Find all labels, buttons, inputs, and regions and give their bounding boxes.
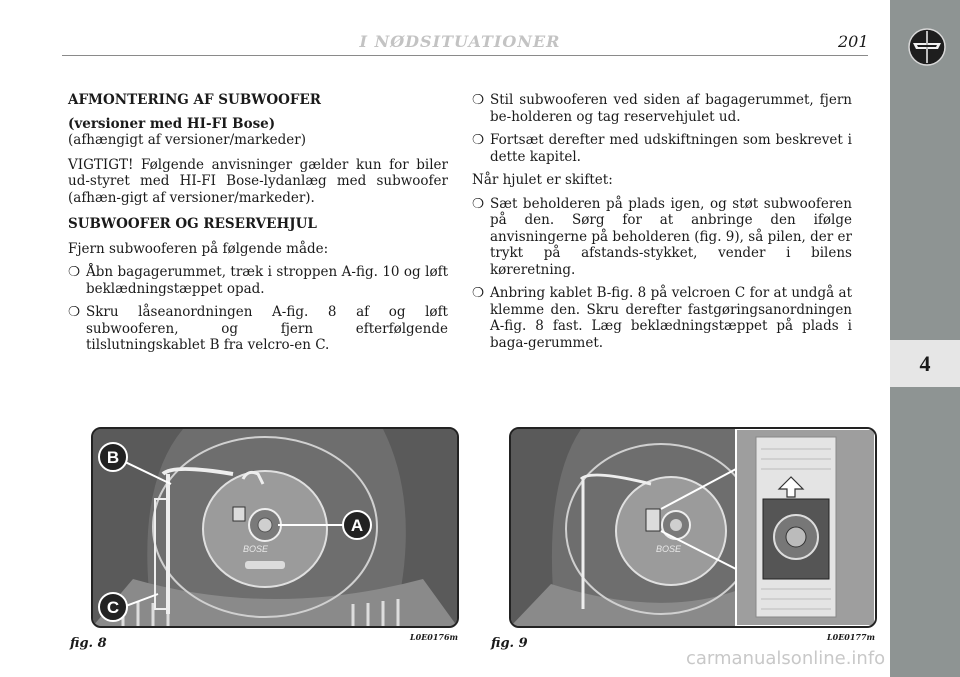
list-item: ❍ Stil subwooferen ved siden af bagageru… [472,92,852,125]
list-item: ❍ Åbn bagagerummet, træk i stroppen A-fi… [68,264,448,297]
subwoofer-container-drawing: BOSE [511,429,875,626]
list-item: ❍ Fortsæt derefter med udskiftningen som… [472,132,852,165]
chapter-sidebar [890,0,960,677]
figure-9-illustration: BOSE [509,427,877,628]
bose-label: BOSE [656,544,682,554]
bullet-icon: ❍ [472,92,485,108]
bullet-icon: ❍ [472,132,485,148]
bullet-icon: ❍ [472,285,485,301]
heading-line2: (versioner med HI-FI Bose) [68,115,276,132]
svg-text:B: B [107,448,119,467]
svg-text:C: C [107,598,119,617]
list-item: ❍ Anbring kablet B-fig. 8 på velcroen C … [472,285,852,351]
figure-9-code: L0E0177m [827,632,876,642]
bullet-icon: ❍ [68,304,81,320]
figure-9-label: fig. 9 [491,636,528,651]
callout-a [342,510,372,540]
after-change-text: Når hjulet er skiftet: [472,172,613,188]
heading-note: (afhængigt af versioner/markeder) [68,132,306,148]
figure-8-label: fig. 8 [70,636,107,651]
chapter-tab[interactable]: 4 [890,340,960,387]
arrow-up-icon [777,476,805,498]
subwoofer-in-trunk-drawing: BOSE B A C [93,429,457,626]
figure-8-code: L0E0176m [410,632,459,642]
svg-text:A: A [351,516,363,535]
subheading: SUBWOOFER OG RESERVEHJUL [68,216,317,232]
heading-line1: AFMONTERING AF SUBWOOFER [68,92,322,108]
list-item: ❍ Sæt beholderen på plads igen, og støt … [472,195,852,278]
watermark: carmanualsonline.info [686,648,886,669]
list-item: ❍ Skru låseanordningen A-fig. 8 af og lø… [68,304,448,353]
bullet-icon: ❍ [472,195,485,212]
bose-label: BOSE [243,544,269,554]
section-title: I NØDSITUATIONER [359,32,561,51]
page-number: 201 [838,32,869,51]
lancia-logo-icon [908,28,946,66]
header-rule [62,55,868,56]
left-column: AFMONTERING AF SUBWOOFER (versioner med … [68,92,448,361]
figure-8-illustration: BOSE B A C [91,427,459,628]
important-note: VIGTIGT! Følgende anvisninger gælder kun… [68,156,448,206]
right-column: ❍ Stil subwooferen ved siden af bagageru… [472,92,852,358]
bullet-icon: ❍ [68,264,81,280]
callout-c [98,592,128,622]
callout-b [98,442,128,472]
intro-text: Fjern subwooferen på følgende måde: [68,240,329,257]
